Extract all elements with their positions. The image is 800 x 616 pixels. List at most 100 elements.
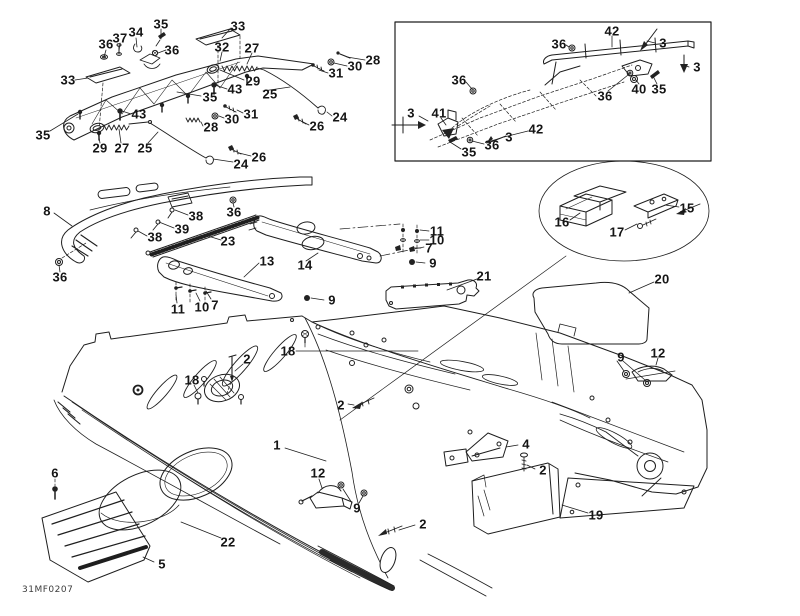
front-bumper — [55, 176, 313, 266]
callout-2: 2 — [243, 351, 251, 367]
callout-36: 36 — [451, 72, 467, 88]
inset-box — [391, 21, 712, 162]
callout-14: 14 — [297, 257, 313, 273]
callout-12: 12 — [650, 345, 666, 361]
callout-41: 41 — [431, 105, 447, 121]
callout-32: 32 — [214, 39, 230, 55]
callout-39: 39 — [174, 221, 190, 237]
callout-23: 23 — [220, 233, 236, 249]
callout-43: 43 — [227, 81, 243, 97]
mount-plate-21 — [385, 279, 480, 310]
callout-15: 15 — [679, 200, 695, 216]
callout-3: 3 — [659, 35, 667, 51]
front-wedge — [317, 545, 493, 597]
callout-35: 35 — [651, 81, 667, 97]
callout-36: 36 — [52, 269, 68, 285]
callout-8: 8 — [43, 203, 51, 219]
callout-35: 35 — [153, 16, 169, 32]
callout-18: 18 — [184, 372, 200, 388]
callout-36: 36 — [226, 204, 242, 220]
callout-36: 36 — [98, 36, 114, 52]
callout-40: 40 — [631, 81, 647, 97]
callout-5: 5 — [158, 556, 166, 572]
callout-31: 31 — [328, 65, 344, 81]
drawing-code: 31MF0207 — [22, 585, 74, 595]
side-oval-opening — [159, 447, 233, 501]
grille-panel-5 — [41, 491, 151, 583]
callout-9: 9 — [353, 500, 361, 516]
callout-24: 24 — [332, 109, 348, 125]
callout-36: 36 — [164, 42, 180, 58]
callout-33: 33 — [230, 18, 246, 34]
callout-2: 2 — [337, 397, 345, 413]
bolt-6 — [52, 486, 58, 500]
callout-25: 25 — [262, 86, 278, 102]
leader-lines-solid — [49, 27, 690, 563]
callout-16: 16 — [554, 214, 570, 230]
callout-28: 28 — [365, 52, 381, 68]
body-panel-20 — [532, 281, 650, 345]
callout-35: 35 — [202, 89, 218, 105]
callout-11: 11 — [429, 223, 445, 239]
callout-10: 10 — [194, 299, 210, 315]
callout-13: 13 — [259, 253, 275, 269]
callout-11: 11 — [170, 301, 186, 317]
callout-38: 38 — [147, 229, 163, 245]
callout-18: 18 — [280, 343, 296, 359]
callout-36: 36 — [484, 137, 500, 153]
callout-31: 31 — [243, 106, 259, 122]
main-tunnel-body — [53, 305, 708, 585]
callout-3: 3 — [693, 59, 701, 75]
callout-20: 20 — [654, 271, 670, 287]
callout-35: 35 — [35, 127, 51, 143]
callout-7: 7 — [425, 240, 433, 256]
callout-27: 27 — [244, 40, 260, 56]
callout-9: 9 — [328, 292, 336, 308]
callout-36: 36 — [597, 88, 613, 104]
snow-flap-19 — [471, 462, 561, 535]
callout-6: 6 — [51, 465, 59, 481]
callout-3: 3 — [505, 129, 513, 145]
callout-38: 38 — [188, 208, 204, 224]
callout-12: 12 — [310, 465, 326, 481]
deck-ribs — [146, 334, 297, 410]
callout-34: 34 — [128, 24, 144, 40]
callout-30: 30 — [347, 58, 363, 74]
bracket-4 — [443, 432, 528, 472]
oval-pad-22 — [98, 469, 182, 531]
callout-42: 42 — [604, 23, 620, 39]
callout-17: 17 — [609, 224, 625, 240]
callout-43: 43 — [131, 106, 147, 122]
callout-9: 9 — [617, 349, 625, 365]
callout-28: 28 — [203, 119, 219, 135]
callout-30: 30 — [224, 111, 240, 127]
callout-24: 24 — [233, 156, 249, 172]
callout-37: 37 — [112, 30, 128, 46]
callout-2: 2 — [539, 462, 547, 478]
callout-3: 3 — [407, 105, 415, 121]
callout-26: 26 — [309, 118, 325, 134]
front-frame-springs-cables — [89, 51, 351, 165]
callout-10: 10 — [429, 232, 445, 248]
leader-lines-dashed — [54, 35, 418, 487]
callout-9: 9 — [429, 255, 437, 271]
bracket-12-bottom — [298, 481, 403, 536]
callout-35: 35 — [461, 144, 477, 160]
callout-7: 7 — [211, 297, 219, 313]
callout-26: 26 — [251, 149, 267, 165]
callout-29: 29 — [245, 73, 261, 89]
trim-strip — [145, 214, 260, 258]
callout-36: 36 — [551, 36, 567, 52]
bracket-detail-circle — [339, 160, 710, 421]
callout-1: 1 — [273, 437, 281, 453]
callout-29: 29 — [92, 140, 108, 156]
callout-19: 19 — [588, 507, 604, 523]
callout-27: 27 — [114, 140, 130, 156]
rear-idler — [559, 413, 695, 519]
callout-21: 21 — [476, 268, 492, 284]
callout-22: 22 — [220, 534, 236, 550]
screws-and-rivets — [194, 330, 375, 409]
